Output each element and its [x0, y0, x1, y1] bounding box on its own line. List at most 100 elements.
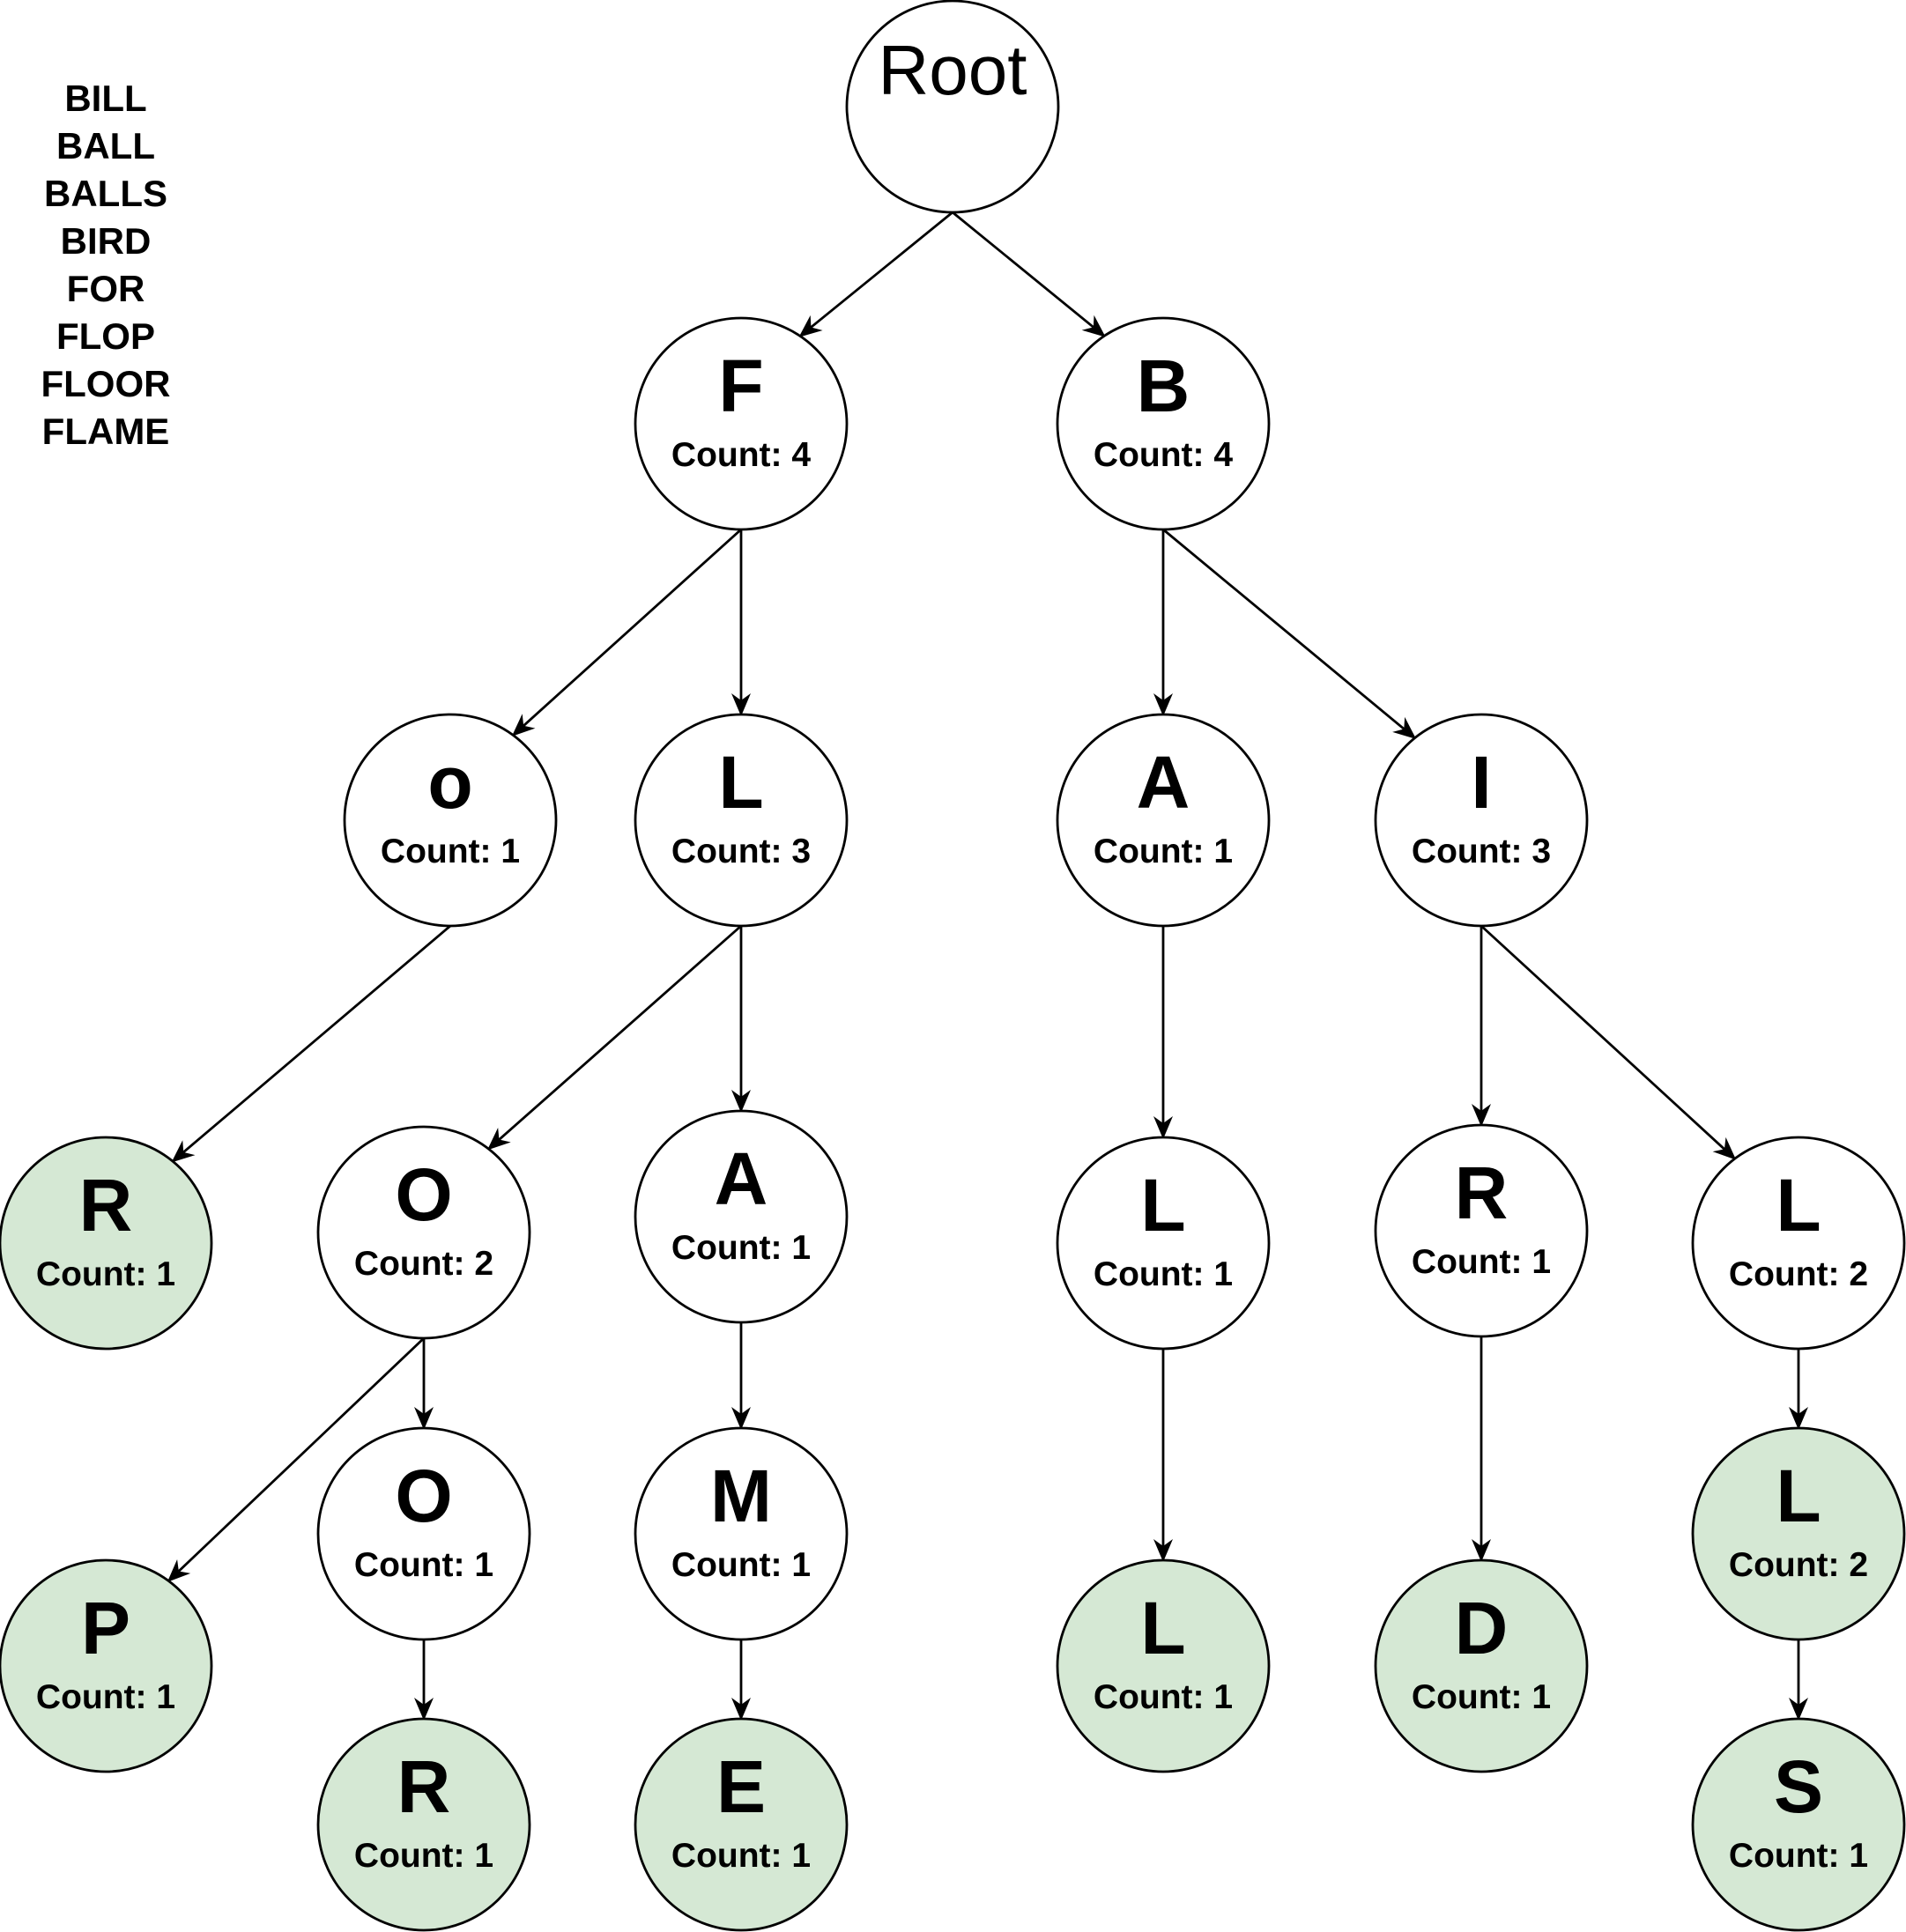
node-letter: R [79, 1164, 133, 1247]
terminal-node-circle [1056, 1558, 1271, 1773]
node-letter: L [1776, 1455, 1821, 1537]
edge-fl-flo [498, 924, 742, 1141]
node-letter: S [1774, 1745, 1823, 1828]
node-letter: O [395, 1455, 452, 1537]
node-circle [1374, 1123, 1589, 1338]
terminal-node-circle [1374, 1558, 1589, 1773]
terminal-node-circle [0, 1136, 213, 1351]
node-count: Count: 1 [1094, 1255, 1233, 1293]
node-count: Count: 4 [671, 436, 811, 474]
edge-flo-flop [177, 1336, 425, 1573]
root-node: Root [845, 0, 1060, 214]
word-list-item: FLAME [42, 411, 170, 452]
node-letter: L [1776, 1164, 1821, 1247]
edges [167, 211, 1808, 1721]
word-list-item: FLOP [56, 315, 155, 357]
arrowhead-ba-bal [1153, 1116, 1173, 1139]
node-count: Count: 3 [671, 833, 811, 870]
node-letter: o [427, 741, 472, 824]
node-letter: D [1455, 1587, 1509, 1669]
node-circle [1056, 316, 1271, 531]
node-circle [1056, 1136, 1271, 1351]
arrowhead-b-bi [1392, 716, 1417, 739]
node-count: Count: 4 [1094, 436, 1233, 474]
arrowhead-b-ba [1153, 693, 1173, 716]
node-circle [634, 713, 849, 928]
arrowhead-flo-floo [414, 1407, 434, 1430]
trie-node-b: B Count: 4 [1056, 316, 1271, 531]
node-circle [1056, 713, 1271, 928]
node-count: Count: 1 [354, 1837, 493, 1875]
edge-b-bi [1162, 528, 1405, 730]
edge-f-fo [523, 528, 742, 727]
arrowhead-fl-fla [731, 1090, 751, 1113]
edge-fo-for [182, 924, 451, 1153]
terminal-node-circle [316, 1717, 531, 1932]
arrowhead-bill-balls [1789, 1698, 1808, 1721]
node-letter: B [1137, 344, 1190, 427]
arrowhead-root-f [798, 315, 823, 337]
node-count: Count: 1 [671, 1546, 811, 1584]
terminal-node-circle [634, 1717, 849, 1932]
word-list-item: FLOOR [41, 363, 171, 404]
node-circle [316, 1426, 531, 1641]
root-node-circle [845, 0, 1060, 214]
trie-node-fl: L Count: 3 [634, 713, 849, 928]
arrowhead-fl-flo [486, 1128, 511, 1151]
arrowhead-f-fo [511, 714, 536, 737]
word-list-item: BIRD [61, 220, 152, 262]
trie-node-for: R Count: 1 [0, 1136, 213, 1351]
node-letter: R [1455, 1151, 1509, 1234]
node-letter: L [1140, 1164, 1185, 1247]
node-count: Count: 2 [354, 1245, 493, 1283]
trie-node-balls: S Count: 1 [1691, 1717, 1906, 1932]
arrowhead-fla-flam [731, 1407, 751, 1430]
word-list-item: BALL [56, 125, 155, 167]
node-count: Count: 1 [36, 1255, 175, 1293]
arrowhead-bir-bird [1472, 1539, 1491, 1562]
word-list-item: BALLS [44, 173, 167, 214]
word-list-item: FOR [67, 268, 145, 309]
node-letter: L [718, 741, 763, 824]
node-count: Count: 1 [1094, 1678, 1233, 1716]
arrowhead-flo-flop [167, 1558, 191, 1582]
node-count: Count: 1 [1729, 1837, 1868, 1875]
trie-node-bal: L Count: 1 [1056, 1136, 1271, 1351]
arrowhead-bi-bil [1712, 1136, 1737, 1160]
arrowhead-root-b [1081, 315, 1106, 337]
node-circle [316, 1125, 531, 1340]
trie-node-bil: L Count: 2 [1691, 1136, 1906, 1351]
edge-bi-bil [1480, 924, 1725, 1151]
arrowhead-bi-bir [1472, 1104, 1491, 1127]
node-count: Count: 1 [1412, 1678, 1551, 1716]
node-letter: A [1137, 741, 1190, 824]
arrowhead-bil-bill [1789, 1407, 1808, 1430]
word-list-item: BILL [64, 78, 146, 119]
node-circle [343, 713, 558, 928]
node-circle [1691, 1136, 1906, 1351]
node-count: Count: 2 [1729, 1255, 1868, 1293]
node-count: Count: 1 [1412, 1243, 1551, 1281]
arrowhead-floo-floor [414, 1698, 434, 1721]
word-list: BILL BALL BALLS BIRD FOR FLOP FLOOR FLAME [41, 78, 171, 452]
trie-node-flo: O Count: 2 [316, 1125, 531, 1340]
node-count: Count: 1 [36, 1678, 175, 1716]
terminal-node-circle [0, 1558, 213, 1773]
node-circle [634, 1426, 849, 1641]
arrowhead-bal-ball [1153, 1539, 1173, 1562]
node-letter: O [395, 1153, 452, 1236]
arrowhead-f-fl [731, 693, 751, 716]
node-letter: F [718, 344, 763, 427]
node-letter: A [715, 1137, 768, 1220]
arrowhead-fo-for [171, 1140, 196, 1163]
